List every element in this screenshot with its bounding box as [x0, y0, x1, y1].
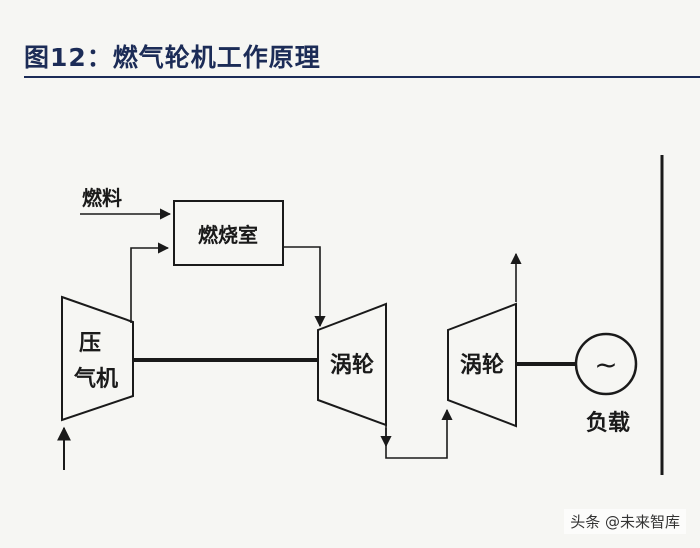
generator [574, 332, 638, 396]
combustion-chamber-label: 燃烧室 [198, 223, 258, 247]
title-divider [24, 76, 700, 78]
combustor-to-turbine-line [283, 246, 326, 328]
load-label: 负载 [586, 410, 630, 436]
turbine-1-label: 涡轮 [330, 352, 374, 378]
turbine-2 [447, 302, 517, 428]
turbine1-to-turbine2-line [385, 408, 453, 459]
generator-symbol: ~ [594, 348, 617, 381]
compressor-label-line2: 气机 [73, 366, 118, 392]
turbine-2-label: 涡轮 [460, 352, 504, 378]
watermark: 头条 @未来智库 [564, 509, 686, 534]
compressor [61, 295, 134, 422]
combustion-chamber [173, 200, 284, 266]
compressor-to-combustor-line [130, 242, 170, 323]
page-title: 图12：燃气轮机工作原理 [24, 43, 321, 72]
compressor-label-line1: 压 [79, 331, 101, 356]
fuel-label: 燃料 [82, 186, 122, 210]
